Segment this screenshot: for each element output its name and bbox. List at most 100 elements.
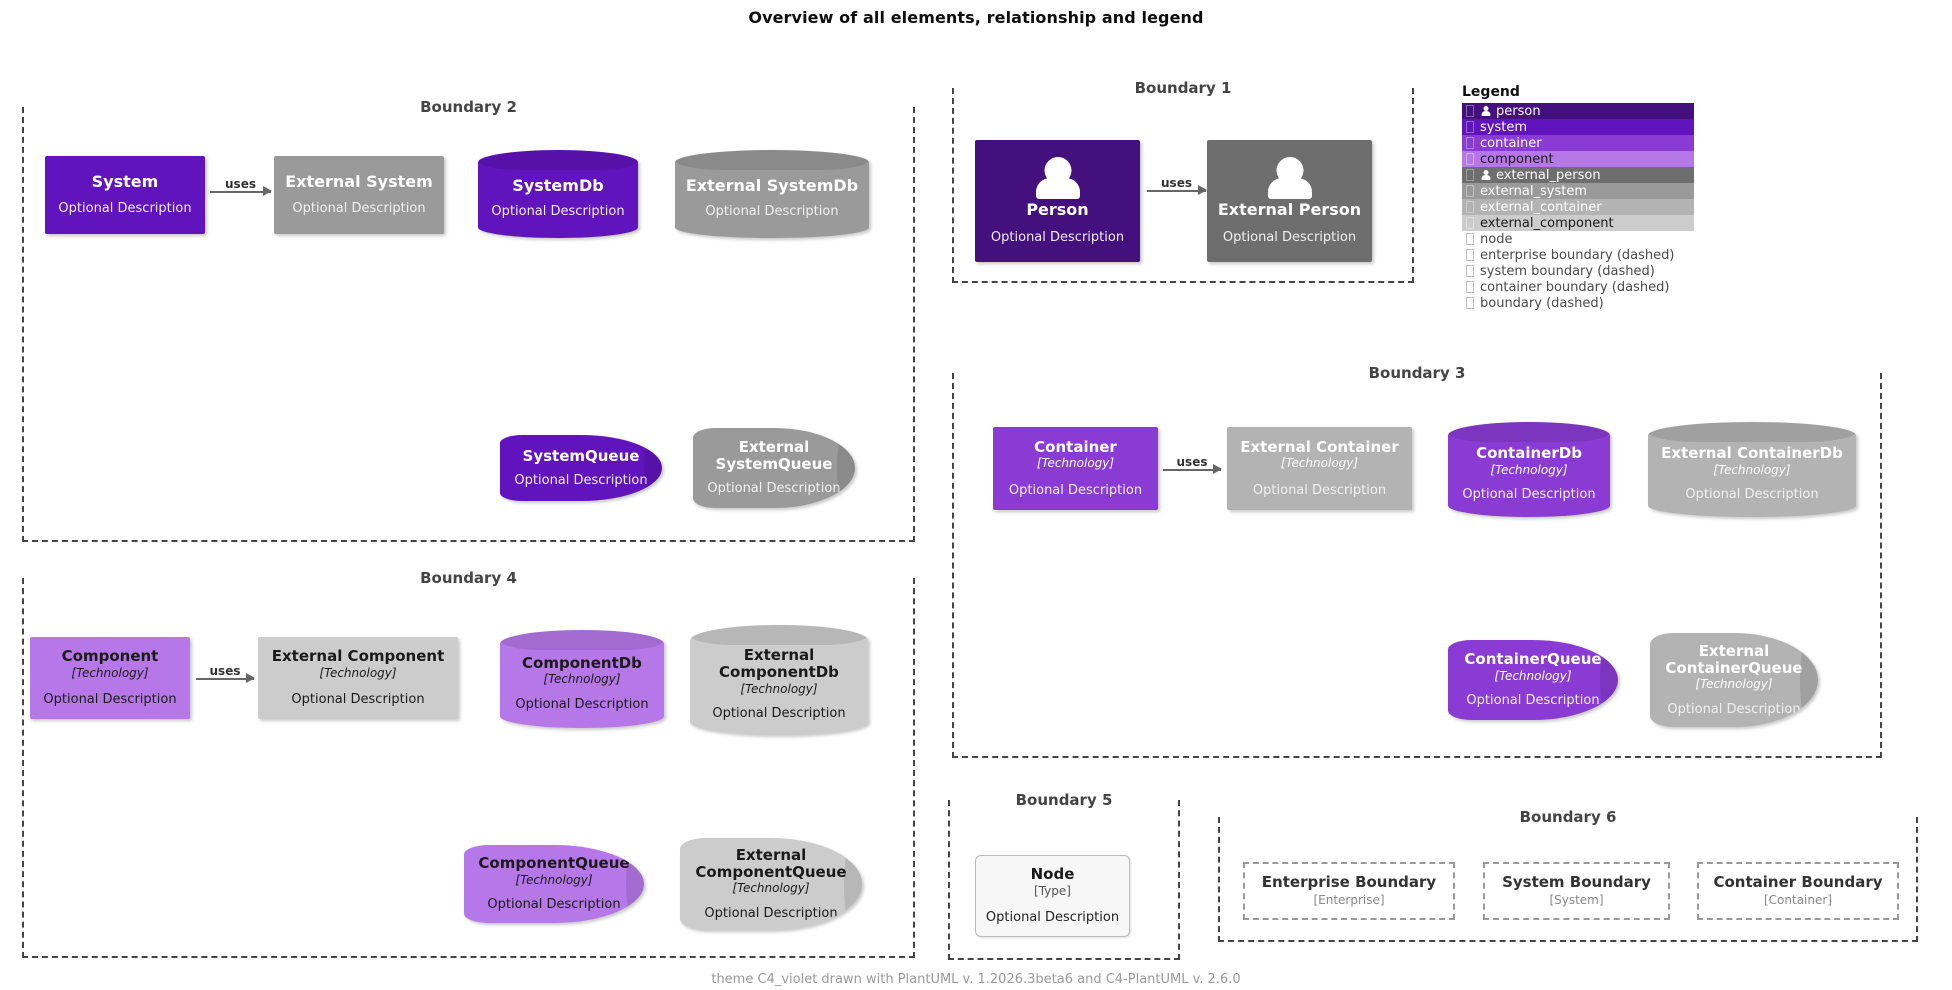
element-description: Optional Description — [1685, 487, 1819, 503]
element-system-queue[interactable]: SystemQueue Optional Description — [500, 435, 662, 501]
legend-row-person: person — [1462, 103, 1694, 119]
legend-swatch-icon — [1466, 153, 1474, 165]
element-description: Optional Description — [491, 203, 625, 219]
element-system-db[interactable]: SystemDb Optional Description — [478, 150, 638, 238]
element-description: Optional Description — [985, 910, 1120, 926]
boundary-6-title: Boundary 6 — [1220, 808, 1916, 826]
legend-row-external_container: external_container — [1462, 199, 1694, 215]
relationship-line — [1147, 190, 1206, 192]
element-external-container-db[interactable]: External ContainerDb [Technology] Option… — [1648, 422, 1856, 517]
element-node[interactable]: Node [Type] Optional Description — [975, 855, 1130, 937]
element-container-queue[interactable]: ContainerQueue [Technology] Optional Des… — [1448, 640, 1618, 720]
element-description: Optional Description — [707, 481, 841, 497]
element-component-db[interactable]: ComponentDb [Technology] Optional Descri… — [500, 630, 664, 728]
boundary-1: Boundary 1 — [952, 79, 1414, 283]
legend-row-enterprise-boundary-dashed-: enterprise boundary (dashed) — [1462, 247, 1694, 263]
element-name: Component — [61, 647, 159, 666]
legend-label: system — [1480, 119, 1527, 135]
element-technology: [Technology] — [1036, 456, 1115, 471]
boundary-2-title: Boundary 2 — [24, 98, 913, 116]
element-system[interactable]: System Optional Description — [45, 156, 205, 234]
element-name: Person — [1026, 199, 1089, 219]
relationship-line — [196, 678, 254, 680]
boundary-5-title: Boundary 5 — [950, 791, 1178, 809]
element-description: Optional Description — [1252, 482, 1387, 498]
element-technology: [Technology] — [515, 872, 593, 887]
element-description: Optional Description — [1008, 482, 1143, 498]
element-description: Optional Description — [704, 905, 838, 921]
element-external-system-db[interactable]: External SystemDb Optional Description — [675, 150, 869, 238]
arrow-head-icon — [1198, 185, 1207, 195]
enterprise-boundary[interactable]: Enterprise Boundary [Enterprise] — [1243, 862, 1455, 920]
element-name: External Component — [271, 647, 445, 666]
element-external-component-db[interactable]: External ComponentDb [Technology] Option… — [690, 625, 868, 735]
legend-swatch-icon — [1466, 169, 1474, 181]
element-external-system-queue[interactable]: External SystemQueue Optional Descriptio… — [693, 428, 855, 508]
element-description: Optional Description — [487, 897, 621, 913]
element-description: Optional Description — [291, 692, 425, 708]
element-name: ComponentQueue — [478, 854, 630, 873]
arrow-head-icon — [1213, 464, 1222, 474]
element-component-queue[interactable]: ComponentQueue [Technology] Optional Des… — [464, 845, 644, 923]
legend-row-container-boundary-dashed-: container boundary (dashed) — [1462, 279, 1694, 295]
enterprise-boundary-name: Enterprise Boundary — [1261, 873, 1437, 892]
element-name: System — [91, 172, 159, 191]
element-external-component-queue[interactable]: External ComponentQueue [Technology] Opt… — [680, 838, 862, 930]
element-name: External ComponentQueue — [695, 845, 847, 881]
legend-label: external_component — [1480, 215, 1614, 231]
element-description: Optional Description — [292, 201, 426, 217]
arrow-head-icon — [263, 186, 272, 196]
element-name: ComponentDb — [522, 653, 642, 672]
enterprise-boundary-type: [Enterprise] — [1313, 892, 1385, 907]
container-boundary[interactable]: Container Boundary [Container] — [1697, 862, 1899, 920]
element-name: ContainerQueue — [1464, 650, 1602, 669]
element-external-person[interactable]: External Person Optional Description — [1207, 140, 1372, 262]
relationship-label: uses — [206, 664, 244, 678]
element-technology: [Type] — [1034, 883, 1071, 898]
boundary-3-title: Boundary 3 — [954, 364, 1880, 382]
person-icon — [1480, 169, 1491, 181]
legend-row-external_component: external_component — [1462, 215, 1694, 231]
element-container-db[interactable]: ContainerDb [Technology] Optional Descri… — [1448, 422, 1610, 517]
system-boundary[interactable]: System Boundary [System] — [1483, 862, 1670, 920]
legend-label: node — [1480, 231, 1513, 247]
legend-row-external_person: external_person — [1462, 167, 1694, 183]
legend-swatch-icon — [1466, 233, 1474, 245]
container-boundary-type: [Container] — [1763, 892, 1832, 907]
legend-label: external_person — [1496, 167, 1601, 183]
element-external-system[interactable]: External System Optional Description — [274, 156, 444, 234]
element-description: Optional Description — [990, 229, 1125, 245]
element-description: Optional Description — [705, 203, 839, 219]
relationship-system-uses: uses — [210, 177, 272, 201]
element-container[interactable]: Container [Technology] Optional Descript… — [993, 427, 1158, 510]
relationship-component-uses: uses — [196, 664, 255, 688]
element-description: Optional Description — [515, 696, 649, 712]
element-name: Container — [1034, 437, 1117, 456]
legend-row-component: component — [1462, 151, 1694, 167]
element-name: External Container — [1240, 437, 1399, 456]
element-name: ContainerDb — [1476, 444, 1582, 463]
element-external-container-queue[interactable]: External ContainerQueue [Technology] Opt… — [1650, 633, 1818, 727]
element-technology: [Technology] — [543, 672, 621, 687]
element-name: External ComponentDb — [719, 646, 839, 682]
legend-label: container boundary (dashed) — [1480, 279, 1670, 295]
element-external-component[interactable]: External Component [Technology] Optional… — [258, 637, 458, 719]
legend-row-external_system: external_system — [1462, 183, 1694, 199]
legend-label: system boundary (dashed) — [1480, 263, 1655, 279]
legend-label: external_container — [1480, 199, 1602, 215]
element-person[interactable]: Person Optional Description — [975, 140, 1140, 262]
element-name: External ContainerDb — [1661, 444, 1843, 463]
boundary-1-title: Boundary 1 — [954, 79, 1412, 97]
element-component[interactable]: Component [Technology] Optional Descript… — [30, 637, 190, 719]
element-name: External System — [285, 172, 433, 191]
legend-row-system-boundary-dashed-: system boundary (dashed) — [1462, 263, 1694, 279]
element-name: External SystemDb — [685, 175, 859, 195]
element-technology: [Technology] — [1494, 668, 1572, 683]
element-name: External Person — [1217, 199, 1362, 219]
legend-swatch-icon — [1466, 217, 1474, 229]
legend-swatch-icon — [1466, 297, 1474, 309]
element-external-container[interactable]: External Container [Technology] Optional… — [1227, 427, 1412, 510]
boundary-4-title: Boundary 4 — [24, 569, 913, 587]
